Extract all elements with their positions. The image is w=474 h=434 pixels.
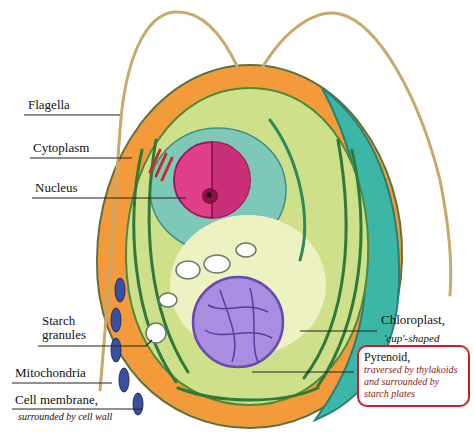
pyrenoid-thylakoids: [205, 288, 272, 362]
label-anchor: Flagella: [28, 98, 70, 112]
leader-lines: [12, 115, 377, 409]
label-anchor: 'cup'-shaped: [384, 332, 439, 344]
label-anchor: Cell membrane,: [15, 393, 98, 407]
part-label: Starch granules: [42, 314, 97, 342]
nucleus-line: [211, 142, 213, 218]
thylakoids: [134, 120, 361, 400]
label-anchor: Cytoplasm: [33, 141, 89, 155]
eyespot: [150, 150, 172, 180]
callout-body: traversed by thylakoids and surrounded b…: [364, 364, 463, 400]
nucleus: [174, 142, 250, 218]
nucleolus: [202, 188, 218, 204]
part-label: Flagella: [28, 98, 70, 112]
pyrenoid: [193, 277, 283, 367]
label-anchor: Mitochondria: [15, 366, 86, 380]
part-label: Cell membrane,: [15, 393, 98, 407]
part-label: Mitochondria: [15, 366, 86, 380]
callout-box: Pyrenoid,traversed by thylakoids and sur…: [357, 345, 470, 407]
flagella: [100, 12, 451, 390]
label-anchor: Starch granules: [42, 314, 97, 342]
callout-heading: Pyrenoid,: [364, 350, 463, 364]
label-anchor: Nucleus: [35, 181, 78, 195]
nucleus-half: [212, 142, 250, 218]
part-label: Cytoplasm: [33, 141, 89, 155]
label-anchor: surrounded by cell wall: [18, 411, 112, 422]
part-label: Nucleus: [35, 181, 78, 195]
label-anchor: Chloroplast,: [381, 313, 445, 327]
part-label: Chloroplast,: [381, 313, 445, 327]
chloroplast: [126, 88, 368, 405]
part-label: 'cup'-shaped: [384, 332, 439, 344]
part-label: surrounded by cell wall: [18, 411, 112, 422]
nucleolus-dot: [207, 193, 212, 198]
